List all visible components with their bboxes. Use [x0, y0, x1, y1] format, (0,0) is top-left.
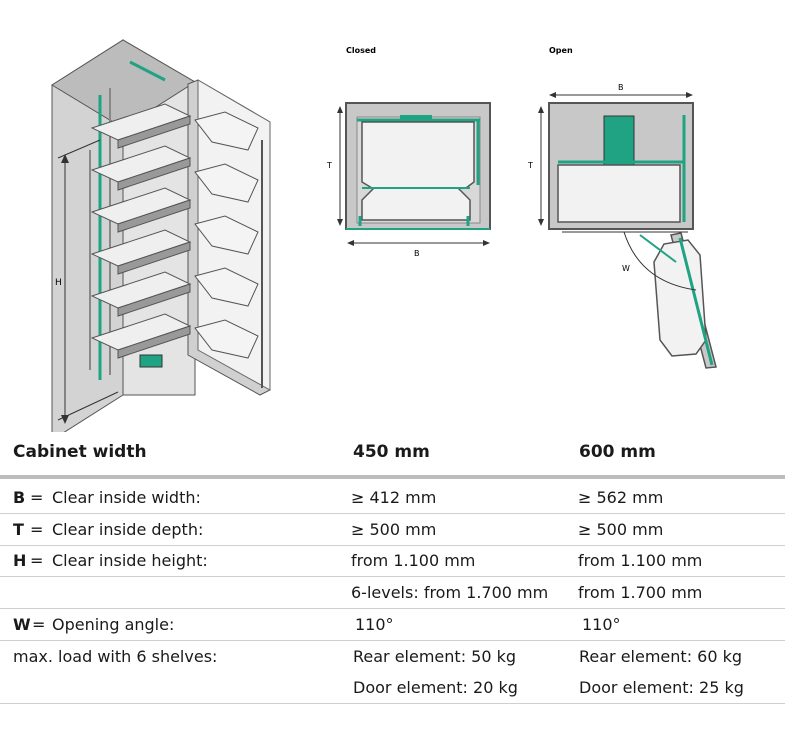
row-value-600: ≥ 500 mm	[578, 520, 664, 539]
closed-label: Closed	[346, 46, 376, 55]
row-key: W	[13, 615, 31, 634]
row-label: max. load with 6 shelves:	[13, 647, 218, 666]
open-b-label: B	[618, 83, 624, 92]
row-key: B	[13, 488, 26, 507]
closed-b-label: B	[414, 249, 420, 258]
open-w-label: W	[622, 264, 630, 273]
row-value-450: Rear element: 50 kg	[353, 647, 517, 666]
h-label: H	[55, 278, 62, 288]
row-label: Clear inside height:	[52, 551, 208, 570]
header-450mm: 450 mm	[353, 442, 430, 462]
row-clear-inside-depth: T = Clear inside depth: ≥ 500 mm ≥ 500 m…	[0, 514, 785, 546]
technical-drawing: H Closed T B Open W	[51, 39, 717, 432]
row-value-600: 110°	[582, 615, 621, 634]
row-eq: =	[30, 488, 44, 507]
row-value-600: Rear element: 60 kg	[579, 647, 743, 666]
row-max-load-door: Door element: 20 kg Door element: 25 kg	[0, 672, 785, 704]
cabinet-door-shelves	[194, 111, 263, 388]
row-value-450: ≥ 412 mm	[351, 488, 437, 507]
row-value-600: from 1.100 mm	[578, 551, 703, 570]
row-value-450: Door element: 20 kg	[353, 678, 518, 697]
row-label: Clear inside width:	[52, 488, 201, 507]
row-value-600: ≥ 562 mm	[578, 488, 664, 507]
row-clear-inside-height: H = Clear inside height: from 1.100 mm f…	[0, 545, 785, 577]
row-key: T	[13, 520, 24, 539]
row-eq: =	[30, 551, 44, 570]
row-value-450: ≥ 500 mm	[351, 520, 437, 539]
open-view: Open W T B	[527, 46, 717, 369]
height-dimension: H	[55, 139, 119, 424]
row-value-600: Door element: 25 kg	[579, 678, 744, 697]
row-value-450: 110°	[355, 615, 394, 634]
row-clear-inside-width: B = Clear inside width: ≥ 412 mm ≥ 562 m…	[0, 482, 785, 514]
closed-view: Closed T B	[326, 46, 491, 258]
row-opening-angle: W = Opening angle: 110° 110°	[0, 609, 785, 641]
row-eq: =	[30, 520, 44, 539]
row-value-600: from 1.700 mm	[578, 583, 703, 602]
row-value-450: from 1.100 mm	[351, 551, 476, 570]
open-label: Open	[549, 46, 573, 55]
row-max-load-rear: max. load with 6 shelves: Rear element: …	[0, 641, 785, 672]
row-value-450: 6-levels: from 1.700 mm	[351, 583, 549, 602]
header-divider	[0, 475, 785, 479]
open-t-label: T	[527, 161, 533, 170]
row-eq: =	[32, 615, 46, 634]
closed-t-label: T	[326, 161, 332, 170]
row-key: H	[13, 551, 27, 570]
header-cabinet-width: Cabinet width	[13, 442, 147, 462]
row-label: Opening angle:	[52, 615, 175, 634]
row-six-levels: 6-levels: from 1.700 mm from 1.700 mm	[0, 577, 785, 609]
row-label: Clear inside depth:	[52, 520, 204, 539]
header-600mm: 600 mm	[579, 442, 656, 462]
cabinet-rear-shelves	[90, 103, 192, 359]
